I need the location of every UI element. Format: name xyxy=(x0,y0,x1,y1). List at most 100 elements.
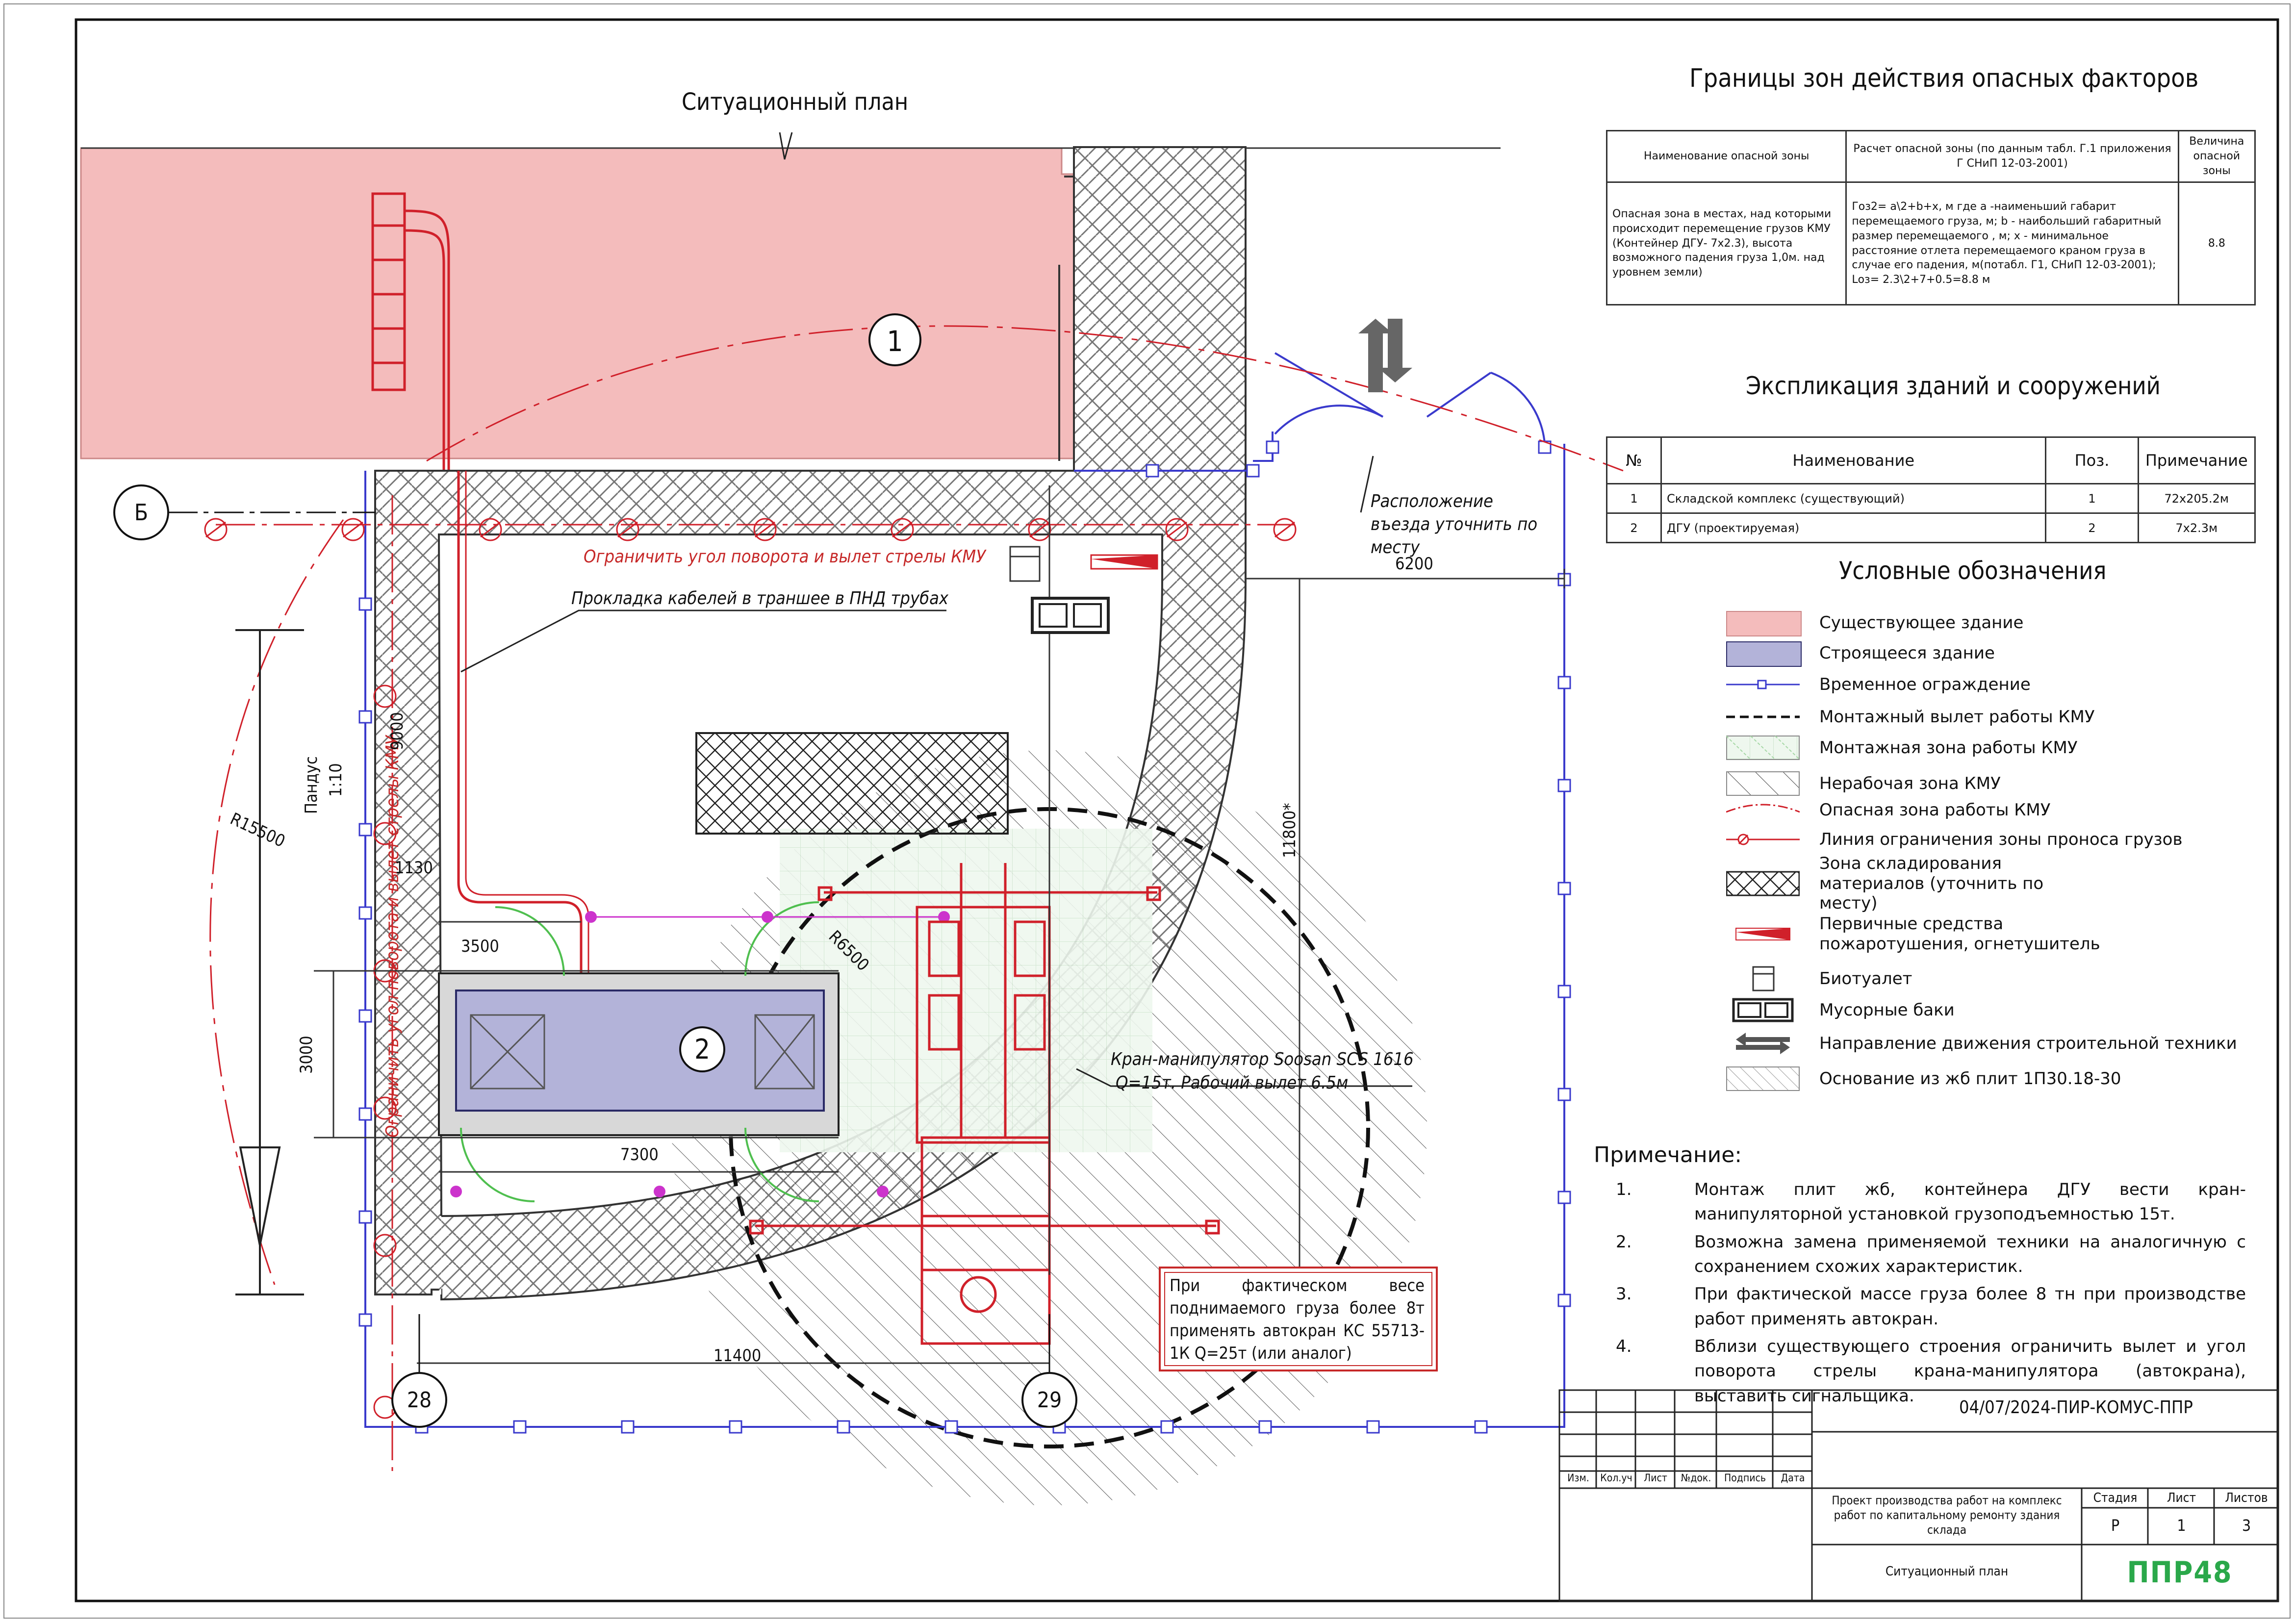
explication-row-2-pos: 2 xyxy=(2045,512,2139,543)
dim-6200: 6200 xyxy=(1395,554,1433,574)
explication-header-pos: Поз. xyxy=(2045,436,2139,484)
limit-note-top: Ограничить угол поворота и вылет стрелы … xyxy=(584,547,986,567)
explication-table: № Наименование Поз. Примечание 1 Складск… xyxy=(1606,436,2256,543)
building-2-label: 2 xyxy=(694,1034,711,1066)
explication-row-1-name: Складской комплекс (существующий) xyxy=(1660,483,2047,514)
dim-11400: 11400 xyxy=(714,1346,762,1366)
temporary-fence-icon xyxy=(1726,672,1800,697)
heavy-crane-note: При фактическом весе поднимаемого груза … xyxy=(1170,1276,1425,1363)
explication-title: Экспликация зданий и сооружений xyxy=(1746,372,2161,400)
legend-item: Строящееся здание xyxy=(1726,638,1995,668)
concrete-slab-base-icon xyxy=(1726,1066,1800,1091)
hazard-header-calc: Расчет опасной зоны (по данным табл. Г.1… xyxy=(1845,130,2179,183)
building-1-label: 1 xyxy=(887,325,903,358)
axis-markers xyxy=(113,313,1077,1428)
legend-item: Нерабочая зона КМУ xyxy=(1726,769,2001,798)
crane-reach-line-icon xyxy=(1726,704,1800,730)
crane-truck xyxy=(749,863,1220,1345)
toilet-icon xyxy=(1726,966,1800,991)
explication-header-n: № xyxy=(1606,436,1662,484)
building-1-marker xyxy=(868,313,921,366)
note-item: 3.При фактической массе груза более 8 тн… xyxy=(1616,1284,2246,1329)
storage-zone xyxy=(695,732,1009,835)
load-limit-line xyxy=(204,495,1297,1471)
dgu-container xyxy=(455,990,825,1112)
crane-danger-zone-icon xyxy=(1726,797,1800,823)
explication-row-1-note: 72х205.2м xyxy=(2137,483,2256,514)
sheet-frame xyxy=(75,18,2279,1602)
legend-title: Условные обозначения xyxy=(1839,557,2107,585)
note-item: 1.Монтаж плит жб, контейнера ДГУ вести к… xyxy=(1616,1180,2246,1224)
legend-item: Монтажный вылет работы КМУ xyxy=(1726,702,2095,732)
fence-posts xyxy=(358,440,1571,1434)
notes-title: Примечание: xyxy=(1594,1142,1742,1167)
explication-header-name: Наименование xyxy=(1660,436,2047,484)
stamp-col-izm: Изм. xyxy=(1567,1472,1589,1484)
crane-nonwork-zone-icon xyxy=(1726,771,1800,796)
dim-3000: 3000 xyxy=(297,1036,316,1074)
axis-b-label: Б xyxy=(134,499,149,526)
entry-note: Расположение въезда уточнить по месту xyxy=(1371,491,1538,558)
legend-item: Зона складирования материалов (уточнить … xyxy=(1726,854,2074,913)
sheet-value: 1 xyxy=(2177,1516,2186,1535)
sheet-label: Лист xyxy=(2167,1491,2196,1505)
building-2-marker xyxy=(679,1026,725,1072)
fire-extinguisher-icon xyxy=(1726,921,1800,947)
red-ladder xyxy=(371,192,450,471)
explication-row-1-n: 1 xyxy=(1606,483,1662,514)
dim-11800: 11800* xyxy=(1280,803,1300,858)
legend-item: Биотуалет xyxy=(1726,964,1912,993)
limit-note-left: Ограничить угол поворота и вылет стрелы … xyxy=(382,736,403,1138)
dim-3500: 3500 xyxy=(461,937,499,956)
storage-zone-icon xyxy=(1726,871,1800,896)
dim-1130: 1130 xyxy=(395,858,433,878)
stamp-col-list: Лист xyxy=(1644,1472,1667,1484)
dim-9000: 9000 xyxy=(387,712,407,750)
traffic-arrows-icon xyxy=(1358,319,1412,392)
document-code: 04/07/2024-ПИР-КОМУС-ППР xyxy=(1959,1397,2193,1418)
legend-item: Монтажная зона работы КМУ xyxy=(1726,733,2078,762)
stamp-col-doc: №док. xyxy=(1681,1472,1711,1484)
outer-trim xyxy=(3,3,2291,1619)
legend-item: Первичные средства пожаротушения, огнету… xyxy=(1726,914,2143,954)
drawing-title: Ситуационный план xyxy=(682,88,909,116)
project-name: Проект производства работ на комплекс ра… xyxy=(1832,1494,2062,1537)
hazard-row-calc: Гоз2= а\2+b+x, м где а -наименьший габар… xyxy=(1845,181,2179,305)
crane-work-zone xyxy=(780,829,1152,1152)
site-equipment xyxy=(1009,546,1158,634)
ramp-label: Пандус xyxy=(302,756,321,814)
stage-value: Р xyxy=(2111,1516,2120,1535)
axis-28-label: 28 xyxy=(407,1388,432,1413)
ramp-arrow xyxy=(235,629,304,1295)
legend-item: Направление движения строительной техник… xyxy=(1726,1029,2237,1058)
note-item: 4.Вблизи существующего строения ограничи… xyxy=(1616,1336,2246,1406)
crane-work-zone-icon xyxy=(1726,735,1800,761)
stamp-col-date: Дата xyxy=(1781,1472,1805,1484)
legend-item: Опасная зона работы КМУ xyxy=(1726,795,2050,825)
cable-line xyxy=(457,471,583,995)
notes: Примечание: 1.Монтаж плит жб, контейнера… xyxy=(1594,1142,2246,1411)
legend-item: Существующее здание xyxy=(1726,608,2023,637)
explication-header-note: Примечание xyxy=(2137,436,2256,484)
dim-7300: 7300 xyxy=(620,1145,659,1165)
legend-item: Основание из жб плит 1П30.18-30 xyxy=(1726,1064,2121,1093)
existing-building xyxy=(80,147,1168,462)
sheets-label: Листов xyxy=(2225,1491,2268,1505)
stamp-col-kol: Кол.уч xyxy=(1600,1472,1632,1484)
sheet-name: Ситуационный план xyxy=(1885,1564,2009,1579)
stamp-col-sign: Подпись xyxy=(1724,1472,1766,1484)
stage-label: Стадия xyxy=(2093,1491,2138,1505)
existing-building-icon xyxy=(1726,610,1802,636)
legend-item: Линия ограничения зоны проноса грузов xyxy=(1726,825,2182,854)
title-block xyxy=(1558,1389,2279,1602)
sheets-value: 3 xyxy=(2242,1516,2251,1535)
trash-bins-icon xyxy=(1726,997,1800,1023)
note-item: 2.Возможна замена применяемой техники на… xyxy=(1616,1232,2246,1276)
ramp-slope: 1:10 xyxy=(326,763,346,797)
hazard-row-value: 8.8 xyxy=(2177,181,2256,305)
legend-item: Временное ограждение xyxy=(1726,670,2031,699)
leader-lines xyxy=(460,456,1412,1087)
hazard-row-name: Опасная зона в местах, над которыми прои… xyxy=(1606,181,1847,305)
